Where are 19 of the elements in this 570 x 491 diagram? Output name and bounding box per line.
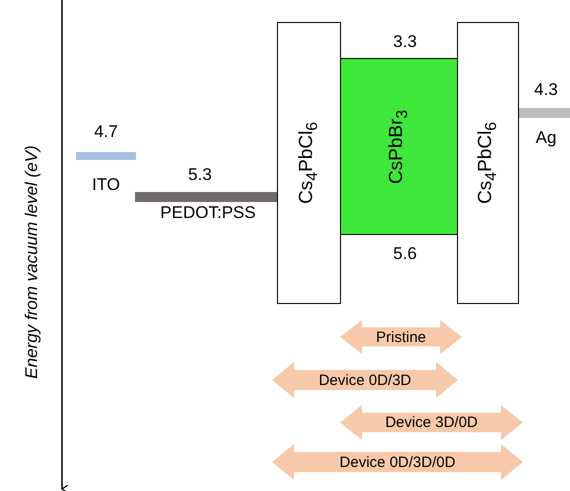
energy-band-box <box>457 22 519 304</box>
energy-level-bar <box>135 192 277 202</box>
energy-value: 4.7 <box>94 122 118 142</box>
device-label: Device 0D/3D/0D <box>340 454 456 470</box>
energy-band-box <box>277 22 341 304</box>
energy-value: 4.3 <box>534 80 558 100</box>
device-label: Pristine <box>376 328 426 346</box>
energy-level-bar <box>519 108 570 118</box>
material-label: PEDOT:PSS <box>160 203 256 223</box>
axis-label: Energy from vacuum level (eV) <box>22 145 42 379</box>
energy-level-bar <box>76 152 136 160</box>
material-label: 5.6 <box>393 244 417 264</box>
energy-value: 5.3 <box>188 165 212 185</box>
material-label: ITO <box>92 175 120 195</box>
device-label: Device 0D/3D <box>318 372 412 388</box>
energy-value: 3.3 <box>393 32 417 52</box>
energy-band-box <box>340 58 458 235</box>
device-label: Device 3D/0D <box>385 414 478 431</box>
material-label: Ag <box>536 128 556 148</box>
